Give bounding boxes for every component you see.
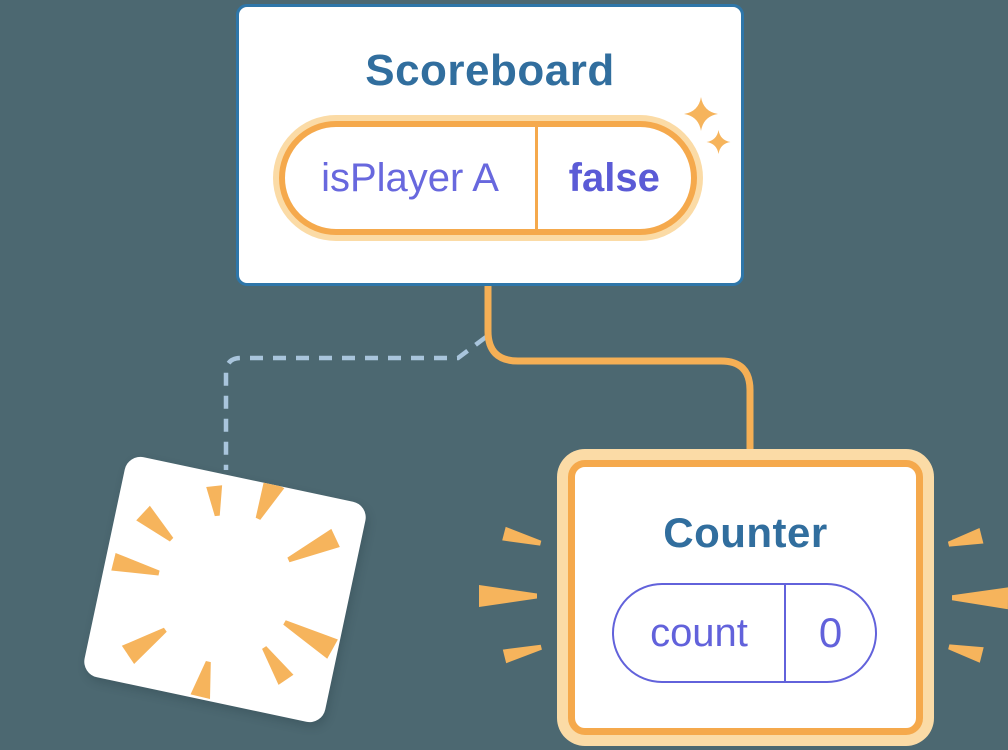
- counter-component-card: Counter count 0: [568, 460, 923, 735]
- state-value: false: [568, 155, 660, 200]
- scoreboard-component-card: Scoreboard isPlayer A false: [236, 4, 744, 286]
- state-name: count: [650, 610, 748, 655]
- scoreboard-state-pill: isPlayer A false: [279, 121, 697, 235]
- pill-divider: [784, 585, 786, 681]
- poof-burst-icon: [111, 478, 340, 699]
- state-transfer-connector: [484, 280, 754, 458]
- discarded-branch-connector-dashed: [223, 335, 488, 470]
- scoreboard-title: Scoreboard: [365, 46, 615, 95]
- destroyed-component-card: [81, 453, 369, 726]
- counter-title: Counter: [663, 509, 828, 556]
- state-value: 0: [818, 609, 843, 656]
- pill-divider: [535, 127, 538, 229]
- counter-state-pill: count 0: [612, 583, 877, 683]
- state-name: isPlayer A: [321, 155, 499, 200]
